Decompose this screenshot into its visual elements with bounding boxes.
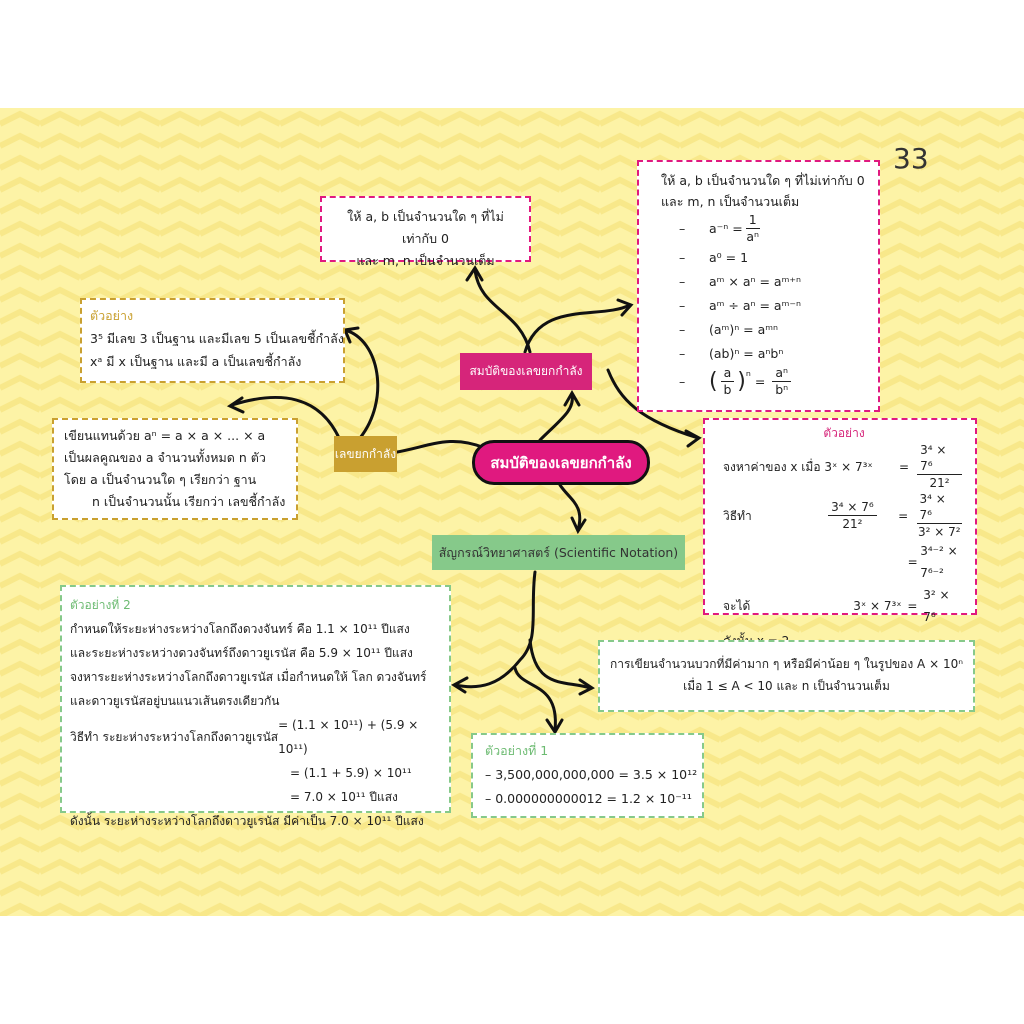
example-line: 3⁵ มีเลข 3 เป็นฐาน และมีเลข 5 เป็นเลขชี้…: [90, 331, 344, 346]
denominator: 3² × 7²: [917, 525, 961, 539]
bullet: –: [679, 221, 686, 236]
page-number: 33: [893, 142, 929, 175]
intro-line: ให้ a, b เป็นจำนวนใด ๆ ที่ไม่เท่ากับ 0: [661, 173, 865, 188]
branch-exponent-label: เลขยกกำลัง: [334, 446, 397, 461]
intro-line: และ m, n เป็นจำนวนเต็ม: [661, 194, 800, 209]
denominator: 21²: [929, 476, 950, 490]
scientific-definition-box: การเขียนจำนวนบวกที่มีค่ามาก ๆ หรือมีค่าน…: [598, 640, 975, 712]
bullet: –: [679, 273, 686, 289]
example-heading: ตัวอย่างที่ 1: [485, 743, 549, 758]
branch-properties-label: สมบัติของเลขยกกำลัง: [469, 364, 583, 378]
result-left: 3ˣ × 7³ˣ: [853, 599, 902, 613]
example-line: และดาวยูเรนัสอยู่บนแนวเส้นตรงเดียวกัน: [70, 694, 280, 708]
solution-label: วิธีทำ ระยะห่างระหว่างโลกถึงดาวยูเรนัส: [70, 730, 279, 744]
rule-row: – aᵐ ÷ aⁿ = aᵐ⁻ⁿ: [661, 293, 866, 317]
bullet: –: [679, 249, 686, 265]
note-line: ให้ a, b เป็นจำนวนใด ๆ ที่ไม่เท่ากับ 0: [347, 209, 504, 246]
rule-row: – (aᵐ)ⁿ = aᵐⁿ: [661, 317, 866, 341]
equals: =: [907, 555, 918, 569]
branch-exponent: เลขยกกำลัง: [334, 436, 397, 472]
result-label: จะได้: [723, 599, 751, 613]
exponent-definition-box: เขียนแทนด้วย aⁿ = a × a × ... × a เป็นผล…: [52, 418, 298, 520]
denominator: 21²: [842, 517, 863, 531]
properties-example-box: ตัวอย่าง จงหาค่าของ x เมื่อ 3ˣ × 7³ˣ = 3⁴ …: [703, 418, 977, 648]
denominator: bⁿ: [775, 382, 789, 397]
denominator: aⁿ: [746, 229, 759, 244]
rule-row: – aᵐ × aⁿ = aᵐ⁺ⁿ: [661, 269, 866, 293]
exponent-example-box: ตัวอย่าง 3⁵ มีเลข 3 เป็นฐาน และมีเลข 5 เ…: [80, 298, 345, 383]
bullet: –: [679, 374, 686, 389]
numerator: 1: [745, 212, 760, 229]
definition-line: เขียนแทนด้วย aⁿ = a × a × ... × a: [64, 428, 266, 443]
center-topic-label: สมบัติของเลขยกกำลัง: [490, 453, 632, 472]
equals: =: [898, 508, 909, 523]
rule-text: (aᵐ)ⁿ = aᵐⁿ: [709, 321, 779, 337]
rule-text: aᵐ ÷ aⁿ = aᵐ⁻ⁿ: [709, 297, 801, 313]
exponent: ⁿ: [745, 368, 751, 383]
equals: =: [754, 374, 766, 389]
branch-properties: สมบัติของเลขยกกำลัง: [460, 353, 592, 390]
numerator: 3⁴ × 7⁶: [916, 491, 962, 524]
example-line: จงหาระยะห่างระหว่างโลกถึงดาวยูเรนัส เมื่…: [70, 670, 427, 684]
step-row: =3⁴⁻² × 7⁶⁻²: [723, 540, 965, 584]
example-heading: ตัวอย่างที่ 2: [70, 598, 131, 612]
rule-text: (ab)ⁿ = aⁿbⁿ: [709, 345, 784, 361]
rule-text: a⁰ = 1: [709, 249, 749, 265]
example-line: และระยะห่างระหว่างดวงจันทร์ถึงดาวยูเรนัส…: [70, 646, 413, 660]
solution-row: วิธีทำ ระยะห่างระหว่างโลกถึงดาวยูเรนัส= …: [70, 713, 441, 761]
properties-box: ให้ a, b เป็นจำนวนใด ๆ ที่ไม่เท่ากับ 0 แ…: [637, 160, 880, 412]
equals: =: [898, 459, 910, 474]
numerator: aⁿ: [772, 365, 791, 382]
branch-scientific-label: สัญกรณ์วิทยาศาสตร์ (Scientific Notation): [438, 544, 679, 560]
step-text: 3⁴⁻² × 7⁶⁻²: [920, 544, 958, 580]
bullet: –: [679, 297, 686, 313]
definition-line: การเขียนจำนวนบวกที่มีค่ามาก ๆ หรือมีค่าน…: [610, 657, 964, 671]
example-heading: ตัวอย่าง: [90, 308, 134, 323]
rule-text: a⁻ⁿ =: [709, 221, 743, 236]
definition-line: เป็นผลคูณของ a จำนวนทั้งหมด n ตัว: [64, 450, 266, 465]
numerator: 3⁴ × 7⁶: [828, 499, 877, 516]
question-text: จงหาค่าของ x เมื่อ 3ˣ × 7³ˣ: [723, 459, 873, 474]
definition-line: โดย a เป็นจำนวนใด ๆ เรียกว่า ฐาน: [64, 472, 257, 487]
result-right: 3² × 7⁶: [923, 588, 950, 624]
rule-text: aᵐ × aⁿ = aᵐ⁺ⁿ: [709, 273, 801, 289]
scientific-example2-box: ตัวอย่างที่ 2 กำหนดให้ระยะห่างระหว่างโลก…: [60, 585, 451, 828]
example-line: กำหนดให้ระยะห่างระหว่างโลกถึงดวงจันทร์ ค…: [70, 622, 410, 636]
step-text: = (1.1 + 5.9) × 10¹¹: [290, 766, 412, 780]
step-text: = (1.1 × 10¹¹) + (5.9 × 10¹¹): [278, 718, 419, 756]
rule-row: – a⁰ = 1: [661, 245, 866, 269]
rule-row: – (ab)ⁿ = aⁿbⁿ: [661, 341, 866, 365]
bullet: –: [679, 321, 686, 337]
example-line: xᵃ มี x เป็นฐาน และมี a เป็นเลขชี้กำลัง: [90, 354, 302, 369]
example-line: – 3,500,000,000,000 = 3.5 × 10¹²: [485, 767, 698, 782]
solution-label: วิธีทำ: [723, 508, 752, 523]
example-heading: ตัวอย่าง: [823, 426, 865, 440]
example-line: – 0.000000000012 = 1.2 × 10⁻¹¹: [485, 791, 692, 806]
conclusion: ดังนั้น ระยะห่างระหว่างโลกถึงดาวยูเรนัส …: [70, 814, 424, 828]
denominator: b: [723, 382, 732, 397]
note-line: และ m, n เป็นจำนวนเต็ม: [356, 253, 495, 268]
center-topic: สมบัติของเลขยกกำลัง: [472, 440, 650, 485]
numerator: a: [720, 365, 735, 382]
numerator: 3⁴ × 7⁶: [917, 442, 962, 475]
step-text: = 7.0 × 10¹¹ ปีแสง: [290, 790, 398, 804]
result-row: จะได้ 3ˣ × 7³ˣ = 3² × 7⁶: [723, 584, 965, 628]
branch-scientific-notation: สัญกรณ์วิทยาศาสตร์ (Scientific Notation): [432, 535, 685, 570]
definition-line: เมื่อ 1 ≤ A < 10 และ n เป็นจำนวนเต็ม: [683, 679, 890, 693]
scientific-example1-box: ตัวอย่างที่ 1 – 3,500,000,000,000 = 3.5 …: [471, 733, 704, 818]
definition-line: n เป็นจำนวนนั้น เรียกว่า เลขชี้กำลัง: [92, 494, 286, 509]
bullet: –: [679, 345, 686, 361]
equals: =: [907, 599, 918, 613]
top-note-box: ให้ a, b เป็นจำนวนใด ๆ ที่ไม่เท่ากับ 0 แ…: [320, 196, 531, 268]
